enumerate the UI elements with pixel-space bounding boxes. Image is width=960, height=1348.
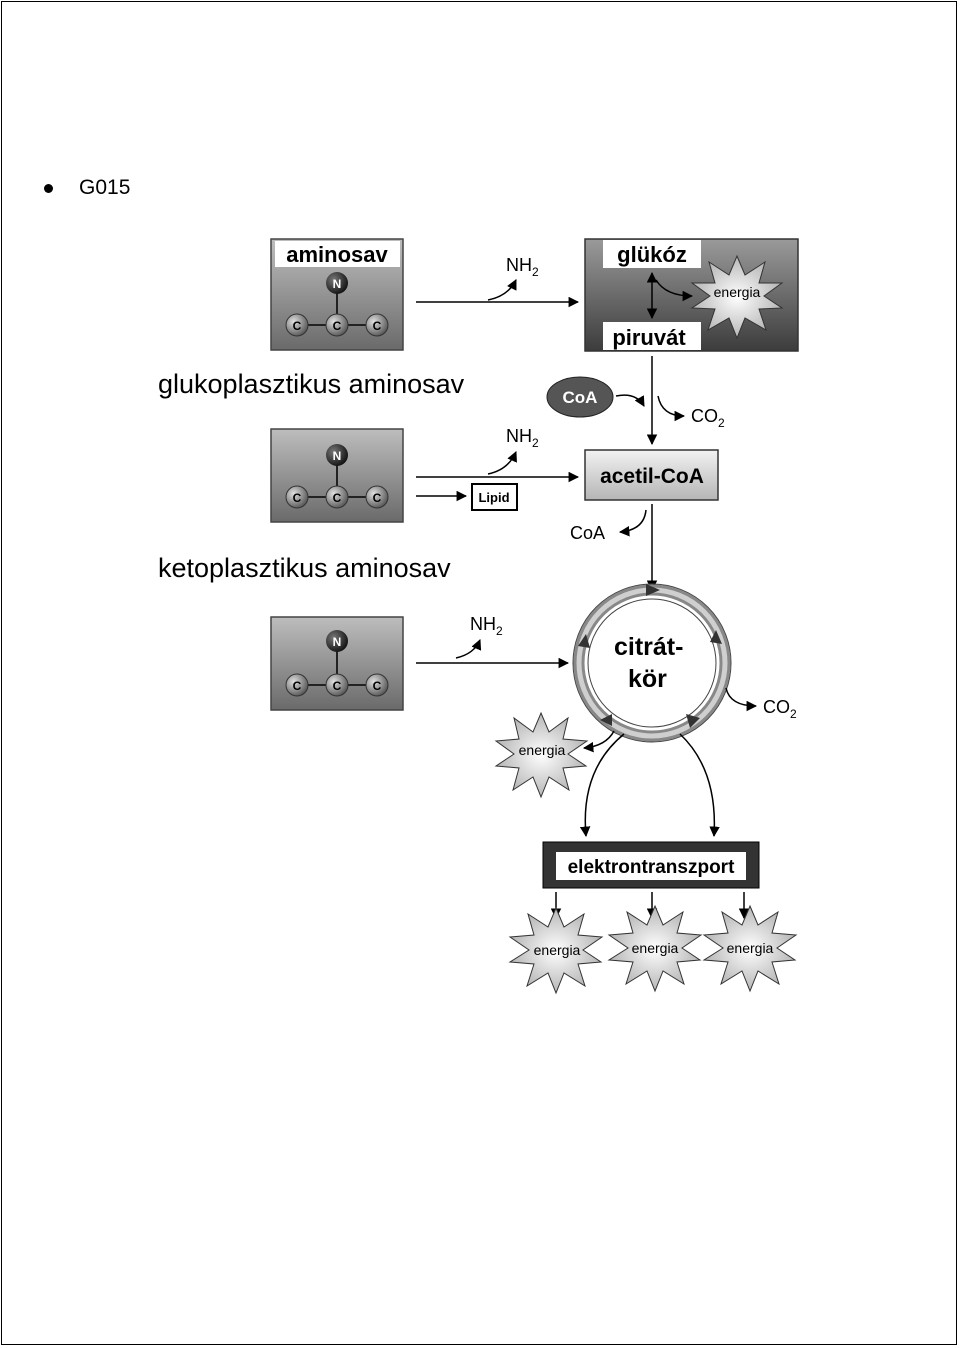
atom-c-label: C — [333, 319, 342, 333]
atom-c-label: C — [373, 679, 382, 693]
co2-release-arrow-2 — [725, 687, 758, 712]
bullet-dot-icon — [44, 183, 53, 193]
cycle-arrowhead-icon — [710, 630, 722, 644]
arrow-citrate-to-et-right — [679, 733, 720, 838]
citrate-cycle: citrát- kör — [572, 583, 732, 743]
energy-starburst-citrate: energia — [494, 711, 589, 799]
nh2-release-arrow — [487, 279, 517, 301]
citrate-label-line1: citrát- — [614, 633, 683, 661]
energy-label: energia — [534, 942, 581, 958]
atom-n-label: N — [333, 449, 342, 463]
amino-acid-box-3: N C C C — [270, 616, 404, 711]
nh2-label: NH2 — [506, 426, 539, 450]
co2-release-arrow-1 — [657, 395, 686, 422]
energy-starburst-et-3: energia — [702, 904, 798, 993]
amino-acid-box-2: N C C C — [270, 428, 404, 523]
coa-release-arrow — [618, 509, 647, 537]
pyruvate-label: piruvát — [612, 325, 686, 350]
coa-label: CoA — [563, 388, 598, 407]
co2-label-2: CO2 — [763, 697, 797, 721]
nh2-label: NH2 — [470, 614, 503, 638]
energy-starburst-icon — [508, 906, 604, 995]
electron-transport-box: elektrontranszport — [542, 841, 760, 889]
cycle-arrowhead-icon — [578, 634, 590, 648]
electron-transport-label: elektrontranszport — [568, 857, 735, 878]
energy-starburst-icon — [690, 254, 784, 340]
bullet-label: G015 — [79, 176, 131, 199]
atom-c-label: C — [373, 491, 382, 505]
energy-starburst-et-2: energia — [607, 904, 703, 993]
lipid-label: Lipid — [478, 490, 509, 505]
glucose-energy-arrow — [655, 279, 694, 302]
energy-starburst-icon — [494, 711, 589, 799]
cycle-arrowhead-icon — [600, 714, 612, 726]
energy-label: energia — [727, 940, 774, 956]
co2-label-1: CO2 — [691, 406, 725, 430]
citrate-label-line2: kör — [628, 665, 667, 693]
citrate-energy-arrow — [582, 730, 615, 753]
glucose-pyruvate-box: glükóz piruvát energia — [584, 238, 799, 352]
amino-label: aminosav — [286, 242, 388, 267]
atom-c-label: C — [373, 319, 382, 333]
ketoplastic-label: ketoplasztikus aminosav — [158, 553, 451, 583]
glucoplastic-label: glukoplasztikus aminosav — [158, 369, 465, 399]
glucose-label: glükóz — [617, 242, 687, 267]
energy-starburst-icon — [702, 904, 798, 993]
cycle-arrowhead-icon — [646, 584, 660, 596]
coa-in-arrow — [615, 394, 645, 407]
atom-c-label: C — [293, 679, 302, 693]
atom-n-label: N — [333, 635, 342, 649]
energy-label: energia — [714, 284, 761, 300]
energy-label: energia — [632, 940, 679, 956]
atom-c-label: C — [333, 491, 342, 505]
cycle-arrowhead-icon — [686, 714, 700, 728]
energy-label: energia — [519, 742, 566, 758]
nh2-release-arrow — [487, 451, 517, 475]
energy-starburst-et-1: energia — [508, 906, 604, 995]
coa-input: CoA — [546, 376, 645, 418]
atom-c-label: C — [333, 679, 342, 693]
energy-starburst-icon — [607, 904, 703, 993]
nh2-release-arrow — [455, 639, 482, 659]
nh2-label: NH2 — [506, 255, 539, 279]
amino-acid-box-1: aminosav N C C C — [270, 238, 404, 351]
atom-n-label: N — [333, 277, 342, 291]
acetyl-coa-label: acetil-CoA — [600, 465, 704, 488]
atom-c-label: C — [293, 491, 302, 505]
lipid-box: Lipid — [471, 483, 518, 511]
arrow-citrate-to-et-left — [579, 733, 625, 838]
atom-c-label: C — [293, 319, 302, 333]
acetyl-coa-box: acetil-CoA — [584, 449, 719, 501]
bullet-item: G015 — [44, 176, 130, 200]
coa-release-label: CoA — [570, 523, 605, 543]
